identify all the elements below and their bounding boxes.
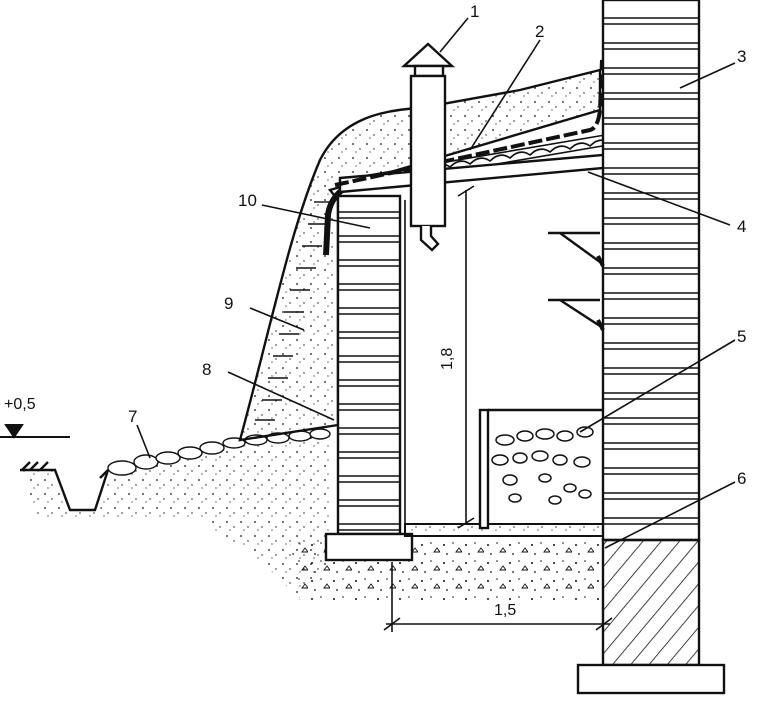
callout-label: 1 [470, 2, 479, 21]
width-dimension-label: 1,5 [494, 602, 516, 619]
vegetable-bin [478, 408, 603, 530]
callout-label: 8 [202, 360, 211, 379]
ground-level-marker [0, 424, 70, 439]
callout-label: 4 [737, 217, 746, 236]
height-dimension-line [457, 185, 475, 529]
callout-leaders [136, 17, 736, 549]
callout-label: 10 [238, 191, 257, 210]
ground-level-label: +0,5 [4, 396, 36, 413]
ventilation-pipe [400, 42, 456, 252]
wall-shelf-lower [548, 298, 605, 331]
inner-brick-wall [336, 194, 402, 536]
callout-label: 9 [224, 294, 233, 313]
callout-label: 5 [737, 327, 746, 346]
callout-label: 6 [737, 469, 746, 488]
ground-soil [20, 425, 600, 600]
outer-foundation [576, 538, 726, 695]
callout-label: 7 [128, 407, 137, 426]
callout-label: 3 [737, 47, 746, 66]
height-dimension-label: 1,8 [439, 348, 456, 370]
inner-wall-footing [324, 532, 414, 562]
width-dimension-line [383, 562, 613, 632]
outer-brick-wall [601, 0, 701, 542]
callout-label: 2 [535, 22, 544, 41]
wall-shelf-upper [548, 231, 605, 267]
cellar-floor [404, 523, 606, 537]
waterproofing-layer [334, 59, 604, 187]
drainage-ditch [20, 461, 110, 512]
